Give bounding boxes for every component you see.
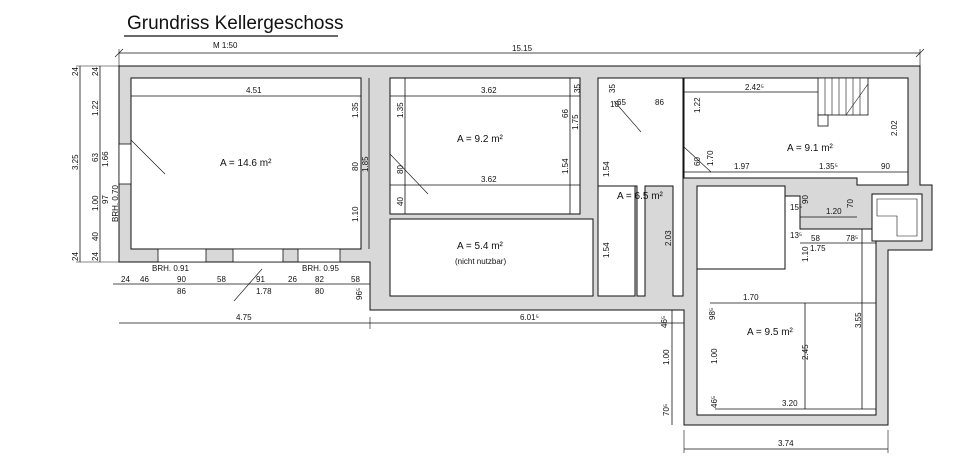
staircase xyxy=(817,77,869,127)
room-4 xyxy=(683,77,909,186)
dim-46-inner: 46⁵ xyxy=(710,396,719,408)
room-1-area: A = 14.6 m² xyxy=(220,158,272,169)
dim-1-00-inner: 1.00 xyxy=(710,348,719,364)
room-6-area: A = 9.5 m² xyxy=(747,327,794,338)
dim-2-42: 2.42⁵ xyxy=(745,83,764,92)
dim-2-02: 2.02 xyxy=(890,120,899,136)
dim-1-97: 1.97 xyxy=(734,162,750,171)
dim-90: 90 xyxy=(881,162,890,171)
dim-left-1-00: 1.00 xyxy=(91,195,100,211)
dim-58: 58 xyxy=(811,234,820,243)
dim-1-20: 1.20 xyxy=(826,207,842,216)
room-2-area: A = 9.2 m² xyxy=(457,134,504,145)
dim-1-75-v: 1.75 xyxy=(571,114,580,130)
dim-10: 10 xyxy=(610,100,619,109)
dim-1-85: 1.85 xyxy=(361,156,370,172)
dim-b-1-78: 1.78 xyxy=(256,287,272,296)
dim-left-24b: 24 xyxy=(91,67,100,76)
dim-left-40: 40 xyxy=(91,232,100,241)
dim-13: 13⁵ xyxy=(790,231,802,240)
dim-3-62-top: 3.62 xyxy=(481,86,497,95)
dim-3-20: 3.20 xyxy=(782,399,798,408)
dim-b-90: 90 xyxy=(177,275,186,284)
dim-left-24c: 24 xyxy=(71,252,80,261)
room-2 xyxy=(389,77,581,215)
dim-1-54-a: 1.54 xyxy=(561,158,570,174)
dim-2-45: 2.45 xyxy=(801,344,810,360)
dim-60: 60 xyxy=(693,157,702,166)
dim-b-80: 80 xyxy=(315,287,324,296)
dim-3-62-bottom: 3.62 xyxy=(481,175,497,184)
dim-1-54-b: 1.54 xyxy=(602,161,611,177)
brh-95: BRH. 0.95 xyxy=(302,264,339,273)
dim-66: 66 xyxy=(561,109,570,118)
dim-2-03: 2.03 xyxy=(664,230,673,246)
dim-1-10-v: 1.10 xyxy=(351,206,360,222)
dim-left-total: 3.25 xyxy=(71,154,80,170)
dim-1-00-outer: 1.00 xyxy=(662,349,671,365)
room-5-area: A = 5.4 m² xyxy=(457,241,504,252)
brh-left: BRH. 0.70 xyxy=(111,185,120,222)
dim-b-86: 86 xyxy=(177,287,186,296)
dim-1-75: 1.75 xyxy=(810,244,826,253)
dim-1-22-v: 1.22 xyxy=(693,97,702,113)
dim-1-70-v: 1.70 xyxy=(706,150,715,166)
dim-1-10-right: 1.10 xyxy=(801,246,810,262)
dim-b-26: 26 xyxy=(288,275,297,284)
plan-title: Grundriss Kellergeschoss xyxy=(127,13,343,34)
dim-b-46: 46 xyxy=(140,275,149,284)
dim-80-v2: 80 xyxy=(396,165,405,174)
dim-78: 78⁵ xyxy=(846,234,858,243)
dim-3-74: 3.74 xyxy=(778,439,794,448)
room-4-area: A = 9.1 m² xyxy=(787,143,834,154)
dim-b-58b: 58 xyxy=(351,275,360,284)
dim-4-75: 4.75 xyxy=(236,313,252,322)
dim-90-v: 90 xyxy=(801,195,810,204)
room-3-area: A = 6.5 m² xyxy=(617,191,664,202)
dim-left-97: 97 xyxy=(101,195,110,204)
dim-1-35-v: 1.35 xyxy=(351,102,360,118)
dim-46: 46⁵ xyxy=(660,316,669,328)
dim-left-1-22: 1.22 xyxy=(91,100,100,116)
plan-scale: M 1:50 xyxy=(213,41,238,50)
dim-70-outer: 70⁵ xyxy=(662,404,671,416)
dim-b-96: 96⁵ xyxy=(355,288,364,300)
dim-35-b: 35 xyxy=(608,84,617,93)
dim-1-70: 1.70 xyxy=(743,293,759,302)
dim-1-35-v2: 1.35 xyxy=(396,102,405,118)
dim-86: 86 xyxy=(655,98,664,107)
dim-left-63: 63 xyxy=(91,153,100,162)
dim-80-v: 80 xyxy=(351,162,360,171)
dim-3-55: 3.55 xyxy=(854,312,863,328)
dim-b-82: 82 xyxy=(315,275,324,284)
dim-b-91: 91 xyxy=(256,275,265,284)
dim-98: 98⁵ xyxy=(708,308,717,320)
room-5-note: (nicht nutzbar) xyxy=(455,257,506,266)
brh-91: BRH. 0.91 xyxy=(152,264,189,273)
room-3-lower xyxy=(597,185,636,297)
dim-1-35: 1.35⁵ xyxy=(819,162,838,171)
dim-total-width: 15.15 xyxy=(512,44,533,53)
room-5 xyxy=(389,218,594,297)
dim-70-v: 70 xyxy=(846,199,855,208)
dim-15: 15⁵ xyxy=(790,203,802,212)
dim-65: 65 xyxy=(617,98,626,107)
shaft xyxy=(696,185,786,270)
dim-35: 35 xyxy=(573,84,582,93)
dim-6-01: 6.01⁵ xyxy=(520,313,539,322)
dim-40: 40 xyxy=(396,197,405,206)
dim-b-58: 58 xyxy=(217,275,226,284)
dim-4-51: 4.51 xyxy=(246,86,262,95)
dim-left-1-66: 1.66 xyxy=(101,151,110,167)
dim-1-54-c: 1.54 xyxy=(602,242,611,258)
dim-left-24d: 24 xyxy=(91,252,100,261)
dim-left-24a: 24 xyxy=(71,67,80,76)
windows xyxy=(118,143,341,263)
dim-b-24: 24 xyxy=(121,275,130,284)
